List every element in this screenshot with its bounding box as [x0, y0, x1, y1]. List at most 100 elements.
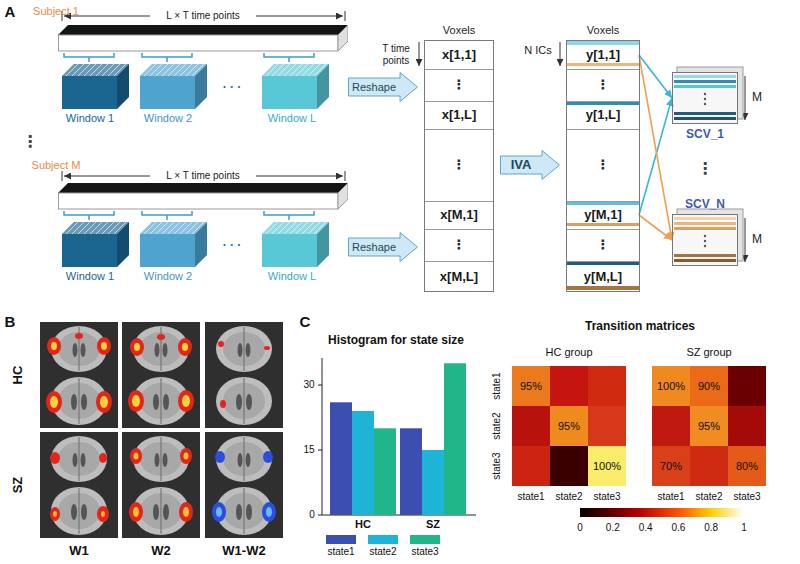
column-label: state3 [593, 491, 620, 503]
brain-map [97, 506, 109, 522]
brain-map [266, 507, 272, 517]
component-stack [704, 245, 706, 247]
histogram-bar [352, 411, 374, 515]
matrix-heading: Voxels [425, 24, 493, 37]
matrix-row: x[1,1] [425, 41, 493, 69]
legend-swatch [368, 535, 398, 544]
block-arrow: Reshape [348, 232, 418, 262]
arrow-label: Reshape [352, 81, 396, 94]
matrix-cell [550, 366, 588, 406]
chart-axis [318, 515, 322, 516]
matrix-row: ⋮ [567, 129, 639, 201]
brain-map [132, 395, 140, 407]
cell-value: 95% [520, 380, 542, 393]
matrix-row: y[M,L] [567, 261, 639, 293]
panel-letter: C [300, 313, 311, 330]
window-label: Window L [268, 270, 316, 283]
row-label: x[1,1] [442, 48, 476, 63]
component-band [567, 223, 639, 226]
color-bar [580, 508, 744, 517]
window-volume [62, 64, 129, 109]
component-stack [704, 235, 706, 237]
row-label: y[M,L] [584, 270, 622, 285]
column-label: W2 [151, 544, 171, 559]
row-label: ⋮ [453, 238, 466, 253]
time-series-bar [58, 183, 348, 209]
window-bracket [64, 211, 114, 220]
component-stack [672, 214, 738, 266]
dimension-arrow [64, 176, 150, 177]
window-label: Window 1 [66, 270, 114, 283]
brain-map [101, 342, 107, 350]
dimension-arrow [345, 171, 346, 181]
arrow-label: IVA [511, 158, 532, 173]
brain-map [75, 333, 83, 339]
component-stack [704, 103, 706, 105]
matrix-cell [652, 366, 690, 406]
matrix-cell [512, 366, 550, 406]
brain-map [101, 511, 105, 517]
brain-map [128, 334, 194, 412]
window-bracket [142, 53, 192, 62]
dimension-arrow [62, 171, 63, 181]
block-arrow-shape [501, 151, 560, 180]
column-label: W1-W2 [222, 544, 265, 559]
matrix-cell [550, 406, 588, 446]
brain-map [216, 507, 222, 517]
chart-axis [318, 450, 322, 451]
brain-map [183, 507, 189, 517]
brain-map [50, 507, 60, 521]
cell-value: 95% [698, 420, 720, 433]
chart-title: Histogram for state size [328, 334, 464, 348]
dimension-label: L × T time points [166, 10, 239, 22]
dimension-arrow [345, 11, 346, 21]
size-arrow [745, 218, 746, 262]
matrix-row: ⋮ [567, 69, 639, 101]
cell-value: 80% [736, 460, 758, 473]
matrix-row: x[M,1] [425, 201, 493, 229]
histogram-bar [374, 428, 396, 515]
window-volume [262, 222, 329, 267]
matrix-cell [728, 446, 766, 486]
time-series-bar [58, 25, 348, 209]
brain-map [47, 337, 61, 355]
dimension-arrow [256, 16, 343, 17]
brain-map [205, 322, 283, 428]
brain-map [132, 343, 190, 407]
tick-label: 1 [741, 522, 747, 534]
column-label: state1 [517, 491, 544, 503]
component-stack [672, 67, 743, 266]
brain-map [50, 396, 58, 408]
brain-map [40, 322, 118, 428]
legend-swatch [326, 535, 356, 544]
brain-map [50, 452, 109, 522]
brain-map [133, 453, 189, 518]
row-label: state2 [491, 412, 503, 439]
category-label: SZ [426, 518, 440, 531]
brain-map [53, 511, 57, 517]
mapping-arrow [639, 55, 672, 240]
legend-item: state2 [368, 535, 398, 558]
mapping-arrow [639, 215, 672, 240]
brain-map [215, 451, 225, 463]
matrix-title: HC group [545, 346, 592, 359]
matrix-cell [728, 366, 766, 406]
matrix-cell [512, 406, 550, 446]
row-label: x[M,L] [440, 270, 478, 285]
window-volume [62, 64, 329, 267]
brain-map [178, 338, 192, 356]
brain-map [134, 453, 139, 460]
legend-text: state1 [316, 546, 366, 558]
column-label: state1 [657, 491, 684, 503]
matrix-cell [690, 406, 728, 446]
stack-heading: SCV_1 [686, 128, 724, 142]
component-stack [704, 240, 706, 242]
chart-axis [322, 358, 323, 515]
matrix-cell [588, 366, 626, 406]
brain-map [212, 451, 276, 522]
brain-map [50, 342, 108, 408]
tick-label: 0.6 [671, 522, 685, 534]
legend-item: state1 [326, 535, 356, 558]
cell-value: 100% [593, 460, 621, 473]
ellipsis: ⋮ [22, 133, 38, 151]
